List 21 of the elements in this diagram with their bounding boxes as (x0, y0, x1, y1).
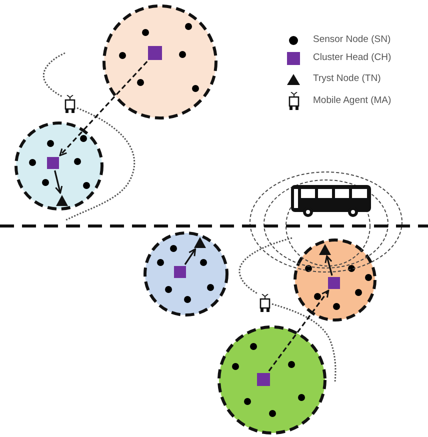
tryst-node-triangle (319, 244, 331, 254)
legend-label: Mobile Agent (MA) (313, 95, 392, 107)
tryst-node-triangle (56, 194, 68, 206)
cluster-head-square (47, 157, 59, 169)
arrow (324, 255, 333, 276)
cluster-circle (143, 231, 229, 317)
legend-label: Tryst Node (TN) (313, 73, 381, 85)
cluster-head-square (328, 277, 340, 289)
arrow (268, 290, 330, 372)
cluster-circle (217, 325, 327, 435)
arrow (59, 60, 148, 156)
arrow (184, 248, 196, 265)
cluster-circle (14, 121, 104, 211)
cluster-head-square (174, 266, 186, 278)
arrow (54, 170, 63, 194)
legend-label: Cluster Head (CH) (313, 52, 392, 64)
cluster-circle (102, 4, 218, 120)
cluster-circle (293, 238, 377, 322)
tryst-node-triangle (194, 236, 206, 248)
legend-label: Sensor Node (SN) (313, 34, 391, 46)
cluster-head-square (148, 46, 162, 60)
